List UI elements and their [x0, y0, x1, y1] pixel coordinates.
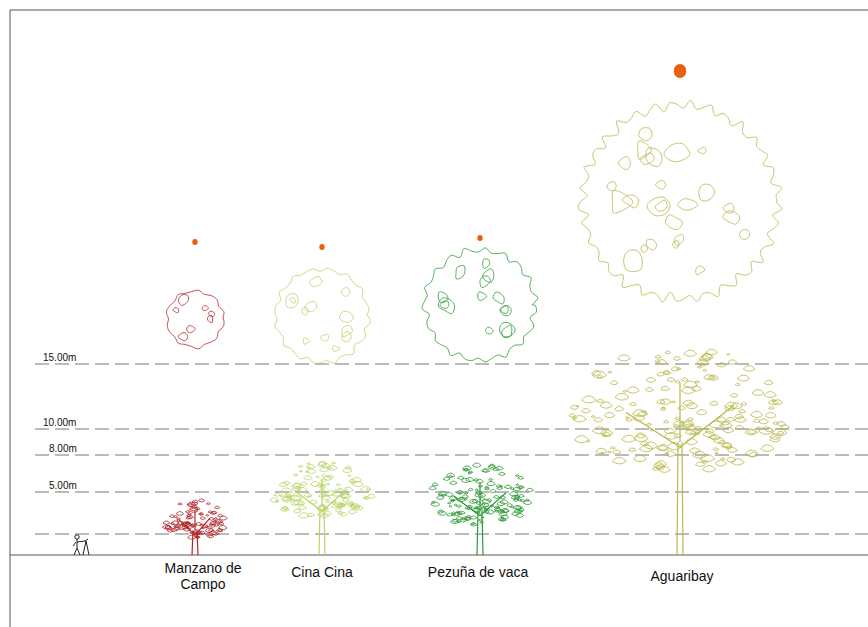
height-line	[35, 492, 868, 493]
tree-elevation	[270, 461, 376, 555]
height-label: 8.00m	[48, 443, 78, 455]
height-line	[35, 455, 868, 456]
tree-elevation	[569, 349, 790, 555]
tree-name: Aguaribay	[617, 568, 747, 584]
tree-elevation	[162, 499, 227, 555]
tree-plan	[166, 290, 224, 349]
ground-line	[10, 555, 868, 556]
height-label: 5.00m	[48, 480, 78, 492]
tree-name: Manzano de Campo	[148, 560, 258, 592]
marker-dot	[477, 235, 482, 241]
tree-plan	[578, 100, 782, 302]
marker-dot	[192, 239, 197, 245]
marker-dot	[319, 244, 324, 250]
height-label: 10.00m	[42, 417, 77, 429]
tree-plan	[422, 248, 538, 362]
tree-elevation	[429, 463, 534, 555]
marker-dot	[674, 64, 687, 78]
frame	[10, 10, 868, 627]
height-line	[35, 364, 868, 365]
tree-plan	[275, 268, 370, 363]
human-figure	[73, 535, 89, 555]
height-line	[35, 534, 868, 535]
tree-name: Cina Cina	[267, 564, 377, 580]
tree-name: Pezuña de vaca	[413, 564, 543, 580]
height-label: 15.00m	[42, 352, 77, 364]
